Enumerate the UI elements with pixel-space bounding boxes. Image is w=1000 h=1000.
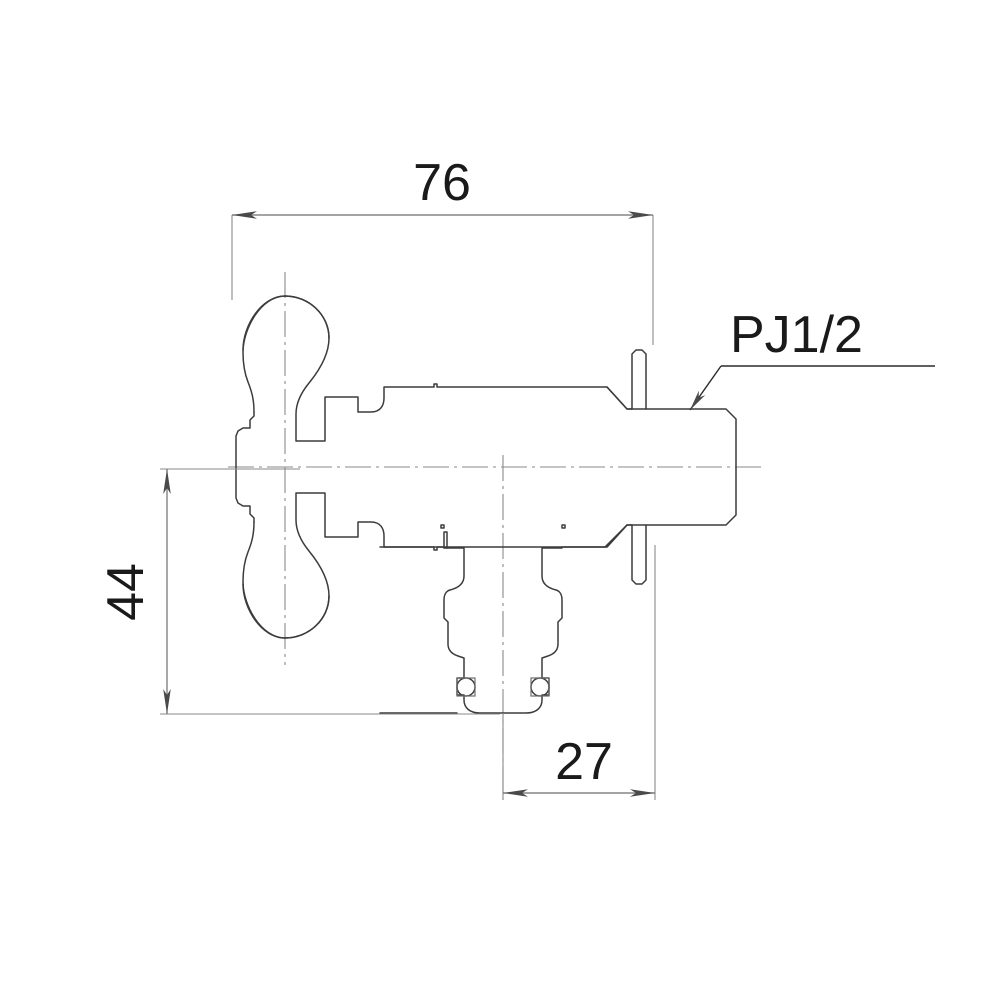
outlet-spigot-assembly <box>379 524 606 714</box>
lever-bulb-profile-left <box>242 295 633 442</box>
o-ring-groove-left <box>456 677 476 697</box>
dimension-value-44: 44 <box>97 563 155 621</box>
spigot-wall-left <box>440 524 504 714</box>
dimension-value-27: 27 <box>555 733 613 791</box>
dimension-27: 27 <box>502 545 656 800</box>
nipple-shoulder-upper <box>606 386 737 468</box>
dimension-76: 76 <box>231 154 654 345</box>
lower-right-shoulder <box>604 524 628 548</box>
o-ring-left <box>456 677 476 697</box>
spigot-wall-right <box>502 524 566 714</box>
lever-bulb-profile-left-mirror <box>242 492 633 639</box>
part-outline-lower <box>235 466 737 639</box>
spigot-notch-mark <box>443 531 448 549</box>
dimension-44: 44 <box>97 468 500 715</box>
dimension-value-76: 76 <box>413 154 471 212</box>
leader-arrow-pj <box>689 365 722 411</box>
thread-callout-label: PJ1/2 <box>730 306 863 364</box>
annotation-pj-thread: PJ1/2 <box>689 306 935 411</box>
lever-bulb-top-arc <box>242 295 330 351</box>
angled-shoulder-lower <box>604 524 628 548</box>
part-outline-upper <box>235 295 737 468</box>
left-wall-face <box>235 411 255 468</box>
o-ring-right <box>530 677 550 697</box>
left-wall-face-mirror <box>235 466 255 523</box>
lower-rib-fin <box>631 524 647 585</box>
upper-rib-fin <box>631 349 647 410</box>
centerlines <box>228 272 762 800</box>
lever-bulb-top-arc-mirror <box>242 583 330 639</box>
o-ring-groove-right <box>530 677 550 697</box>
nipple-shoulder-lower <box>606 466 737 548</box>
